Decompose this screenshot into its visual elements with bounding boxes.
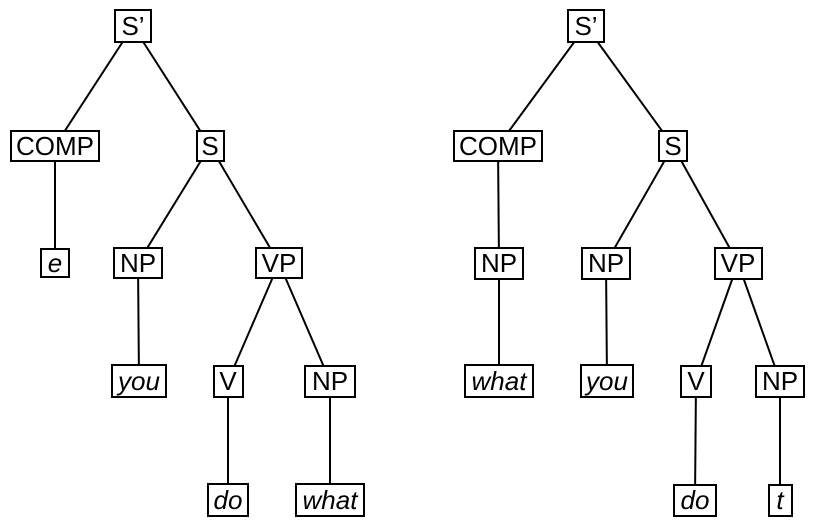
tree-edge-right-tree-v-do: [694, 380, 697, 501]
tree-edge-left-tree-vp-v: [227, 262, 280, 382]
tree-node-right-tree-np-trace: NP: [755, 364, 805, 398]
tree-node-left-tree-do: do: [207, 483, 249, 517]
tree-edge-right-tree-vp-v: [695, 262, 739, 382]
tree-node-left-tree-np-subj: NP: [113, 247, 163, 279]
tree-node-right-tree-comp: COMP: [453, 130, 543, 162]
tree-node-left-tree-what: what: [295, 483, 365, 517]
tree-node-right-tree-v: V: [680, 364, 712, 398]
tree-edge-right-tree-vp-np-trace: [737, 262, 781, 382]
tree-node-left-tree-v: V: [212, 364, 244, 398]
tree-node-left-tree-s: S: [195, 130, 225, 162]
tree-node-right-tree-you: you: [580, 364, 634, 398]
tree-node-left-tree-s-bar: S’: [114, 9, 152, 43]
tree-edge-right-tree-comp-np-wh: [497, 145, 500, 264]
tree-edge-right-tree-s-vp: [672, 145, 739, 264]
tree-node-left-tree-vp: VP: [255, 247, 303, 279]
tree-edge-left-tree-s-np-subj: [137, 145, 211, 264]
tree-edge-right-tree-np-subj-you: [605, 262, 608, 382]
tree-edge-left-tree-np-subj-you: [137, 262, 140, 382]
tree-node-right-tree-vp: VP: [713, 246, 763, 280]
tree-node-right-tree-what: what: [464, 364, 534, 398]
tree-node-left-tree-e: e: [40, 248, 70, 278]
tree-edge-left-tree-s-vp: [209, 145, 280, 264]
tree-node-left-tree-comp: COMP: [10, 130, 100, 162]
tree-edge-left-tree-s-bar-s: [132, 25, 211, 147]
tree-node-right-tree-np-wh: NP: [474, 246, 524, 280]
tree-node-right-tree-s: S: [658, 130, 688, 162]
tree-edge-left-tree-vp-np-obj: [278, 262, 331, 382]
tree-edge-right-tree-s-np-subj: [605, 145, 674, 264]
tree-node-right-tree-s-bar: S’: [567, 9, 605, 43]
tree-edge-right-tree-s-bar-s: [585, 25, 674, 147]
tree-node-right-tree-np-subj: NP: [581, 246, 631, 280]
tree-edge-right-tree-s-bar-comp: [497, 25, 587, 147]
tree-node-left-tree-you: you: [111, 364, 167, 398]
tree-node-right-tree-do: do: [673, 483, 717, 517]
tree-node-left-tree-np-obj: NP: [304, 364, 356, 398]
tree-node-right-tree-t: t: [767, 483, 793, 517]
tree-edge-left-tree-s-bar-comp: [54, 25, 134, 147]
